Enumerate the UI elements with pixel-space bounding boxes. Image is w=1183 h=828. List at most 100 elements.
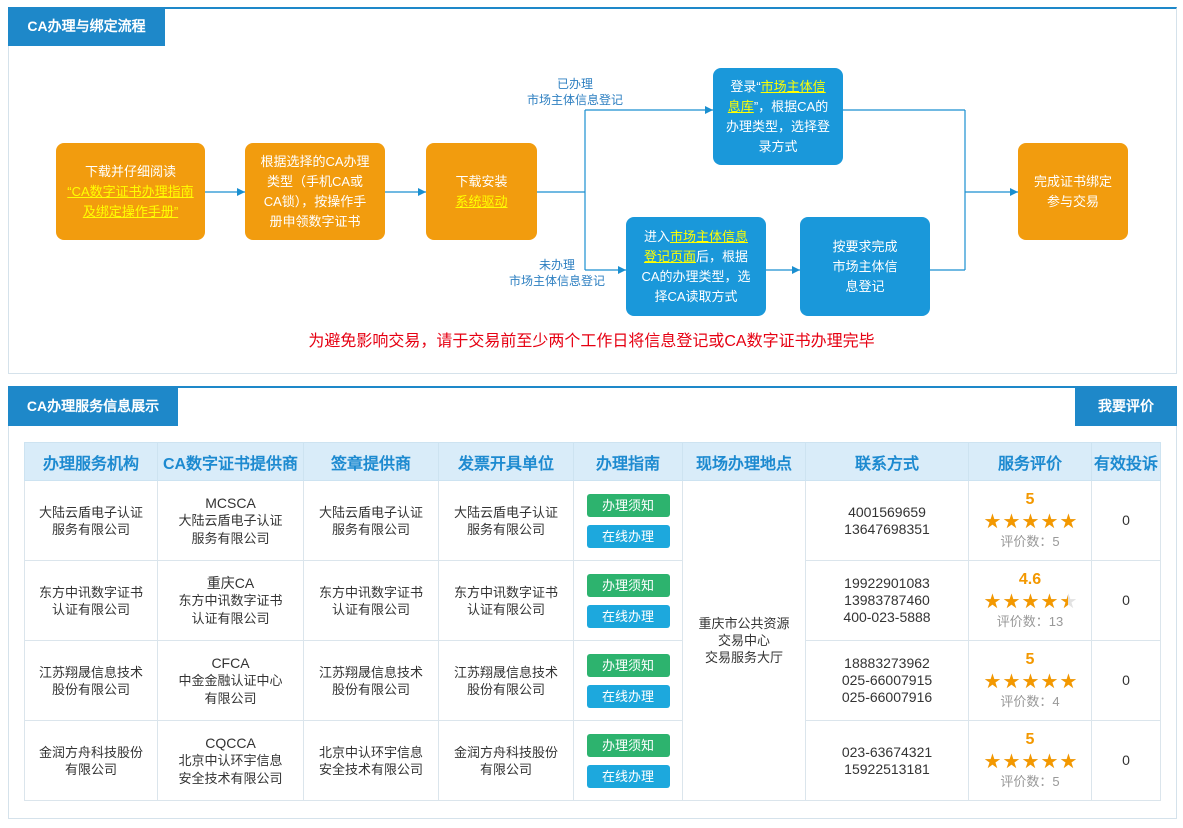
agency-cell: 金润方舟科技股份有限公司 — [24, 720, 158, 801]
contact-number: 19922901083 — [844, 575, 930, 591]
location-line: 交易服务大厅 — [704, 650, 783, 665]
ca-provider-cell: CQCCA 北京中认环宇信息安全技术有限公司 — [157, 720, 304, 801]
ca-provider-cell: MCSCA 大陆云盾电子认证服务有限公司 — [157, 480, 304, 561]
rating-stars — [975, 510, 1085, 532]
flow-connectors — [205, 106, 1018, 274]
rating-cell: 4.6 评价数：13 — [968, 560, 1092, 641]
contact-number: 025-66007915 — [841, 672, 933, 688]
step-text: 择CA读取方式 — [654, 288, 738, 304]
rating-cell: 5 评价数：4 — [968, 640, 1092, 721]
flow-diagram: 下载并仔细阅读 “CA数字证书办理指南 及绑定操作手册” 根据选择的CA办理 类… — [0, 0, 1183, 380]
agency-cell: 大陆云盾电子认证服务有限公司 — [24, 480, 158, 561]
star-icon — [1022, 750, 1040, 772]
rating-cell: 5 评价数：5 — [968, 480, 1092, 561]
invoice-issuer-cell: 大陆云盾电子认证服务有限公司 — [438, 480, 574, 561]
contact-cell: 023-63674321 15922513181 — [805, 720, 969, 801]
guide-manual-link[interactable]: “CA数字证书办理指南 — [67, 183, 194, 199]
column-header: 签章提供商 — [303, 442, 439, 481]
guide-notice-button[interactable]: 办理须知 — [586, 493, 670, 517]
registration-page-link[interactable]: 登记页面 — [643, 248, 696, 264]
step-text: ”，根据CA的 — [753, 98, 829, 114]
location-line: 重庆市公共资源 — [698, 616, 790, 631]
star-icon — [1022, 670, 1040, 692]
ca-brand: MCSCA — [205, 494, 256, 511]
online-apply-button[interactable]: 在线办理 — [586, 684, 670, 708]
registry-login-link[interactable]: 息库 — [727, 98, 754, 114]
ca-provider-name: 北京中认环宇信息安全技术有限公司 — [178, 752, 283, 786]
step-text: 办理类型，选择登 — [725, 118, 830, 134]
star-icon — [984, 670, 1002, 692]
step-text: 册申领数字证书 — [269, 213, 361, 229]
rating-score: 4.6 — [1018, 570, 1042, 588]
online-apply-button[interactable]: 在线办理 — [586, 524, 670, 548]
step-install-driver: 下载安装 系统驱动 — [426, 143, 537, 240]
seal-provider-cell: 北京中认环宇信息安全技术有限公司 — [303, 720, 439, 801]
invoice-issuer-cell: 东方中讯数字证书认证有限公司 — [438, 560, 574, 641]
ca-provider-name: 中金金融认证中心有限公司 — [178, 672, 283, 706]
step-enter-registration: 进入市场主体信息 登记页面后，根据 CA的办理类型，选 择CA读取方式 — [626, 217, 766, 316]
table-row: 东方中讯数字证书认证有限公司 重庆CA 东方中讯数字证书认证有限公司 东方中讯数… — [24, 560, 1161, 641]
rating-stars — [975, 590, 1085, 612]
step-login-registry: 登录“市场主体信 息库”，根据CA的 办理类型，选择登 录方式 — [713, 68, 843, 165]
location-cell: 重庆市公共资源 交易中心 交易服务大厅 — [682, 480, 806, 801]
section-title-flow: CA办理与绑定流程 — [8, 7, 165, 46]
step-download-guide: 下载并仔细阅读 “CA数字证书办理指南 及绑定操作手册” — [56, 143, 205, 240]
contact-number: 13983787460 — [844, 592, 930, 608]
rating-score: 5 — [1025, 730, 1035, 748]
star-icon — [1003, 750, 1021, 772]
step-text: 后，根据 — [696, 248, 749, 264]
step-text: 按要求完成 — [832, 238, 898, 254]
flow-panel: CA办理与绑定流程 下载并仔细阅读 “CA数字证书办理指南 及绑定操作手册” — [8, 7, 1177, 374]
guide-notice-button[interactable]: 办理须知 — [586, 653, 670, 677]
registration-page-link[interactable]: 市场主体信息 — [670, 228, 749, 244]
step-text: 参与交易 — [1046, 193, 1099, 209]
table-row: 江苏翔晟信息技术股份有限公司 CFCA 中金金融认证中心有限公司 江苏翔晟信息技… — [24, 640, 1161, 721]
star-icon — [984, 590, 1002, 612]
contact-number: 025-66007916 — [841, 689, 933, 705]
registry-login-link[interactable]: 市场主体信 — [760, 78, 826, 94]
branch-label-line: 已办理 — [556, 77, 593, 91]
star-icon — [1041, 510, 1059, 532]
contact-cell: 4001569659 13647698351 — [805, 480, 969, 561]
contact-number: 400-023-5888 — [843, 609, 931, 625]
location-line: 交易中心 — [717, 633, 770, 648]
contact-number: 4001569659 — [848, 503, 926, 520]
star-icon — [1060, 750, 1078, 772]
contact-number: 13647698351 — [844, 520, 930, 537]
rating-cell: 5 评价数：5 — [968, 720, 1092, 801]
driver-download-link[interactable]: 系统驱动 — [455, 193, 508, 209]
star-icon — [1003, 590, 1021, 612]
online-apply-button[interactable]: 在线办理 — [586, 604, 670, 628]
contact-number: 18883273962 — [844, 655, 930, 671]
online-apply-button[interactable]: 在线办理 — [586, 764, 670, 788]
column-header: 现场办理地点 — [682, 442, 806, 481]
guide-notice-button[interactable]: 办理须知 — [586, 573, 670, 597]
star-icon — [1041, 750, 1059, 772]
guide-notice-button[interactable]: 办理须知 — [586, 733, 670, 757]
deadline-notice: 为避免影响交易，请于交易前至少两个工作日将信息登记或CA数字证书办理完毕 — [308, 333, 875, 350]
invoice-issuer-cell: 金润方舟科技股份有限公司 — [438, 720, 574, 801]
invoice-issuer-cell: 江苏翔晟信息技术股份有限公司 — [438, 640, 574, 721]
star-icon — [1003, 510, 1021, 532]
rate-button[interactable]: 我要评价 — [1075, 386, 1177, 426]
agency-cell: 东方中讯数字证书认证有限公司 — [24, 560, 158, 641]
agency-cell: 江苏翔晟信息技术股份有限公司 — [24, 640, 158, 721]
branch-label-unregistered: 未办理 市场主体信息登记 — [497, 257, 617, 289]
step-text: 息登记 — [845, 278, 885, 294]
table-row: 金润方舟科技股份有限公司 CQCCA 北京中认环宇信息安全技术有限公司 北京中认… — [24, 720, 1161, 801]
column-header: 服务评价 — [968, 442, 1092, 481]
branch-label-line: 市场主体信息登记 — [526, 93, 623, 107]
branch-label-line: 未办理 — [538, 258, 575, 272]
guide-manual-link[interactable]: 及绑定操作手册” — [82, 203, 179, 219]
guide-cell: 办理须知 在线办理 — [573, 560, 683, 641]
star-icon — [1041, 670, 1059, 692]
branch-label-registered: 已办理 市场主体信息登记 — [515, 76, 635, 108]
star-icon — [1022, 590, 1040, 612]
star-icon — [984, 510, 1002, 532]
rating-score: 5 — [1025, 490, 1035, 508]
review-count: 评价数：13 — [996, 613, 1064, 629]
star-icon — [1060, 590, 1078, 612]
step-text: 完成证书绑定 — [1033, 173, 1112, 189]
branch-label-line: 市场主体信息登记 — [508, 274, 605, 288]
step-text: 市场主体信 — [832, 258, 898, 274]
